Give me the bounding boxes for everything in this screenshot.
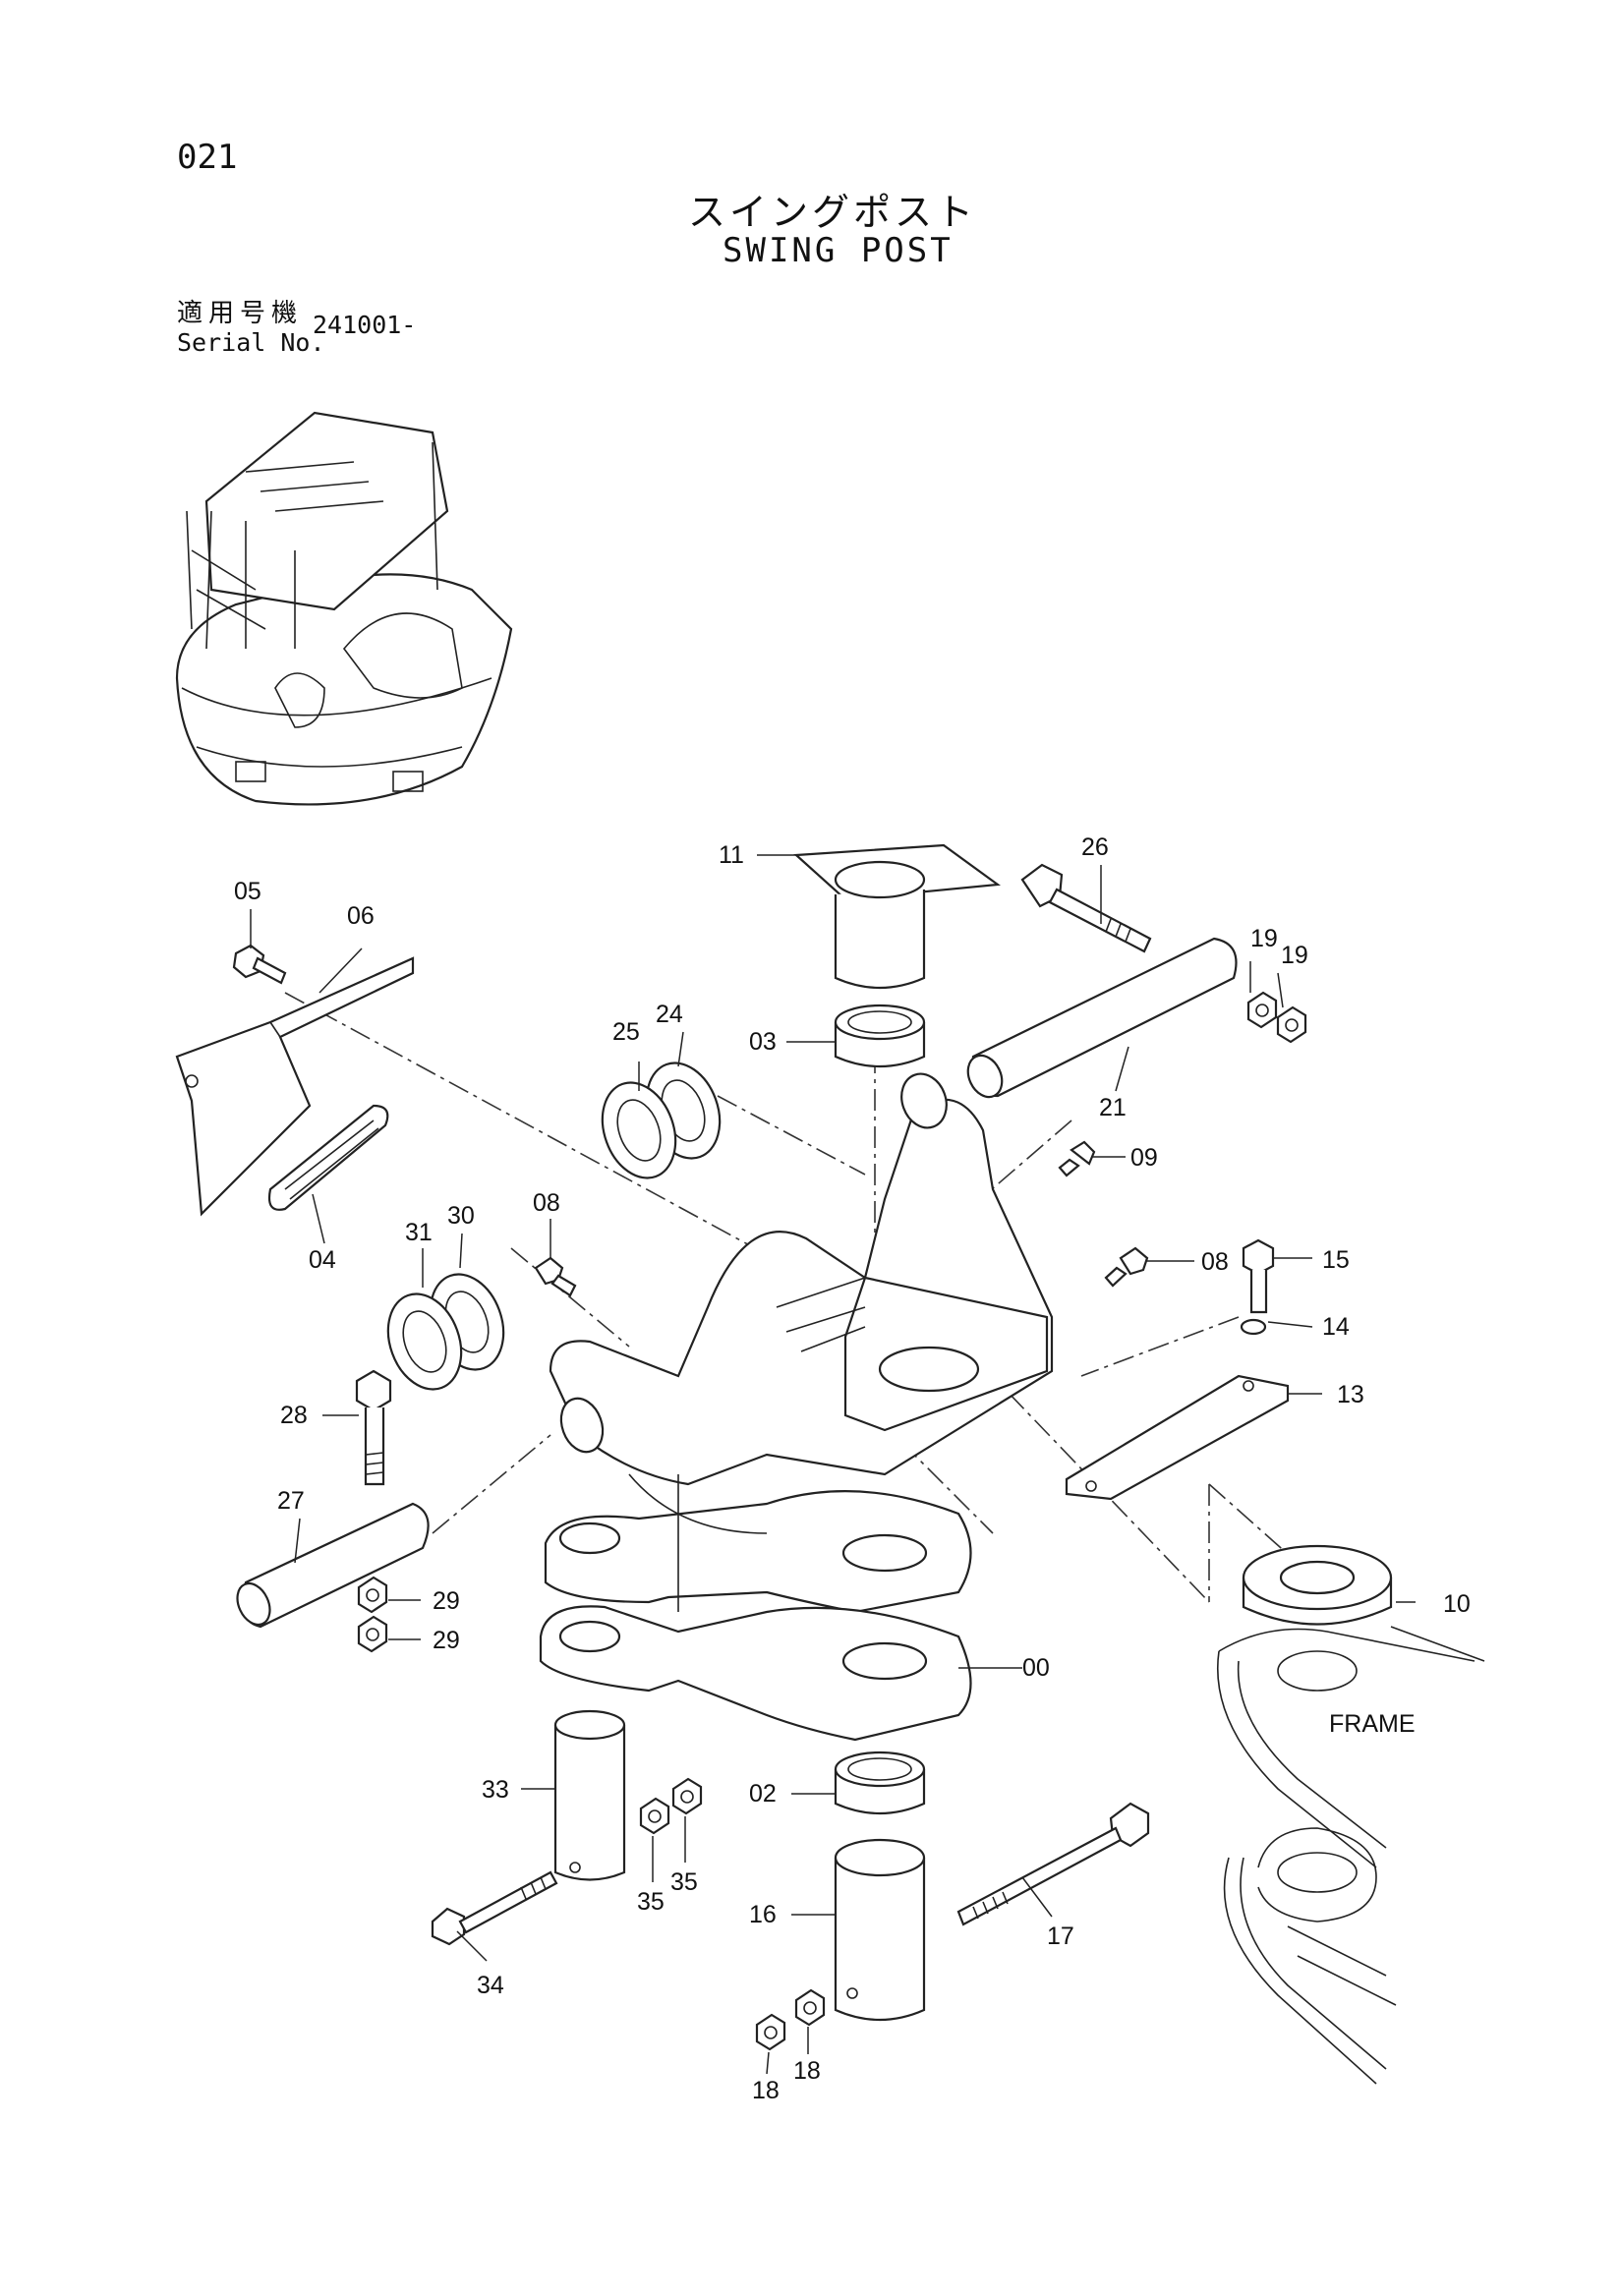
part-16-pin <box>834 1838 926 2022</box>
part-17-bolt <box>956 1802 1150 1926</box>
part-24-25-shims <box>601 1062 722 1179</box>
callout-16: 16 <box>749 1901 777 1928</box>
frame-structure <box>1217 1628 1475 2085</box>
part-33-pin <box>553 1709 626 1881</box>
callout-34: 34 <box>477 1972 504 1999</box>
callout-10: 10 <box>1443 1590 1471 1618</box>
callout-30: 30 <box>447 1202 475 1230</box>
callout-29-upper: 29 <box>433 1587 460 1615</box>
part-15-bolt <box>1242 1238 1275 1314</box>
callout-28: 28 <box>280 1402 308 1429</box>
callout-11: 11 <box>719 841 744 869</box>
callout-29-lower: 29 <box>433 1627 460 1654</box>
machine-overview-illustration <box>175 411 513 806</box>
callout-19-right: 19 <box>1281 942 1308 969</box>
part-18-nuts <box>755 1988 826 2051</box>
part-10-thrust-ring <box>1242 1544 1393 1626</box>
callout-27: 27 <box>277 1487 305 1515</box>
callout-18-left: 18 <box>752 2077 780 2104</box>
callout-33: 33 <box>482 1776 509 1804</box>
callout-leader-lines <box>250 854 1485 2075</box>
callout-13: 13 <box>1337 1381 1364 1408</box>
callout-25: 25 <box>612 1018 640 1046</box>
callout-35-left: 35 <box>637 1888 665 1916</box>
serial-label: Serial No. <box>177 328 325 357</box>
callout-09: 09 <box>1130 1144 1158 1172</box>
callout-05: 05 <box>234 878 261 905</box>
part-08-09-grease-fittings <box>534 1140 1149 1297</box>
callout-18-right: 18 <box>793 2057 821 2085</box>
part-11-cover-plate <box>793 843 1001 990</box>
callout-24: 24 <box>656 1001 683 1028</box>
part-21-pin <box>966 937 1238 1099</box>
callout-02: 02 <box>749 1780 777 1808</box>
part-29-nuts <box>357 1576 388 1653</box>
callout-31: 31 <box>405 1219 433 1246</box>
callout-04: 04 <box>309 1246 336 1274</box>
callout-08-right: 08 <box>1201 1248 1229 1276</box>
callout-08-upper: 08 <box>533 1189 560 1217</box>
part-04-rubber-strip <box>267 1104 389 1211</box>
frame-label: FRAME <box>1329 1710 1416 1738</box>
callout-06: 06 <box>347 902 375 930</box>
callout-21: 21 <box>1099 1094 1127 1121</box>
part-05-bolt <box>232 944 287 985</box>
part-19-nuts <box>1246 991 1307 1044</box>
page-title: SWING POST <box>723 231 954 270</box>
part-06-bracket <box>175 956 415 1217</box>
callout-14: 14 <box>1322 1313 1350 1341</box>
page-number: 021 <box>177 138 238 177</box>
serial-label-japanese: 適用号機 <box>177 299 304 328</box>
callout-26: 26 <box>1081 833 1109 861</box>
callout-15: 15 <box>1322 1246 1350 1274</box>
part-34-bolt <box>431 1870 558 1946</box>
callout-labels: 00 02 03 04 05 06 08 08 09 10 11 13 14 1… <box>234 833 1471 2104</box>
callout-17: 17 <box>1047 1923 1074 1950</box>
part-02-bushing <box>834 1751 926 1815</box>
part-28-bolt <box>355 1369 392 1486</box>
callout-19-left: 19 <box>1250 925 1278 952</box>
part-27-pin <box>236 1502 430 1629</box>
serial-number-range: 241001- <box>313 311 417 339</box>
part-35-nuts <box>639 1777 703 1835</box>
part-26-bolt <box>1020 863 1152 953</box>
part-14-washer <box>1240 1318 1267 1336</box>
part-13-plate <box>1065 1374 1290 1501</box>
part-00-swing-post <box>539 1072 1054 1742</box>
page-title-japanese: スイングポスト <box>688 191 978 234</box>
part-03-bushing <box>834 1004 926 1068</box>
callout-00: 00 <box>1022 1654 1050 1682</box>
part-30-31-shims <box>386 1273 505 1391</box>
callout-35-right: 35 <box>670 1868 698 1896</box>
callout-03: 03 <box>749 1028 777 1056</box>
